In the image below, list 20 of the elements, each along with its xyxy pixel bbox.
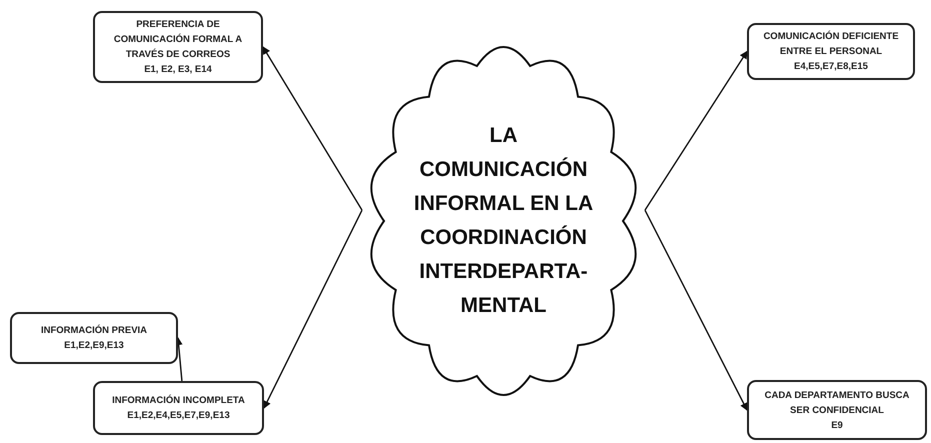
topic-box	[10, 312, 178, 364]
interviewee-codes: E1,E2,E4,E5,E7,E9,E13	[127, 409, 230, 423]
interviewee-codes: E1, E2, E3, E14	[144, 63, 212, 77]
topic-text: INFORMACIÓN INCOMPLETA	[112, 394, 245, 408]
arrow	[262, 46, 363, 210]
interviewee-codes: E1,E2,E9,E13	[64, 339, 124, 353]
interviewee-codes: E4,E5,E7,E8,E15	[794, 60, 868, 74]
arrow	[263, 210, 363, 409]
topic-text: INFORMACIÓN PREVIA	[40, 324, 148, 338]
interviewee-codes: E9	[831, 418, 843, 432]
topic-text: CADA DEPARTAMENTO BUSCA SER CONFIDENCIAL	[764, 388, 910, 418]
arrow	[644, 50, 748, 211]
topic-box	[93, 381, 264, 435]
topic-text: PREFERENCIA DE COMUNICACIÓN FORMAL A TRAVÉS DE CORREOS	[112, 18, 244, 62]
topic-box	[747, 380, 927, 440]
topic-box	[93, 11, 263, 83]
topic-text: COMUNICACIÓN DEFICIENTE ENTRE EL PERSONAL	[762, 30, 900, 59]
central-topic-text: LA COMUNICACIÓN INFORMAL EN LA COORDINACIÓN INTERDEPARTA-MENTAL	[412, 123, 594, 319]
topic-box	[747, 23, 915, 80]
arrow	[644, 210, 748, 411]
